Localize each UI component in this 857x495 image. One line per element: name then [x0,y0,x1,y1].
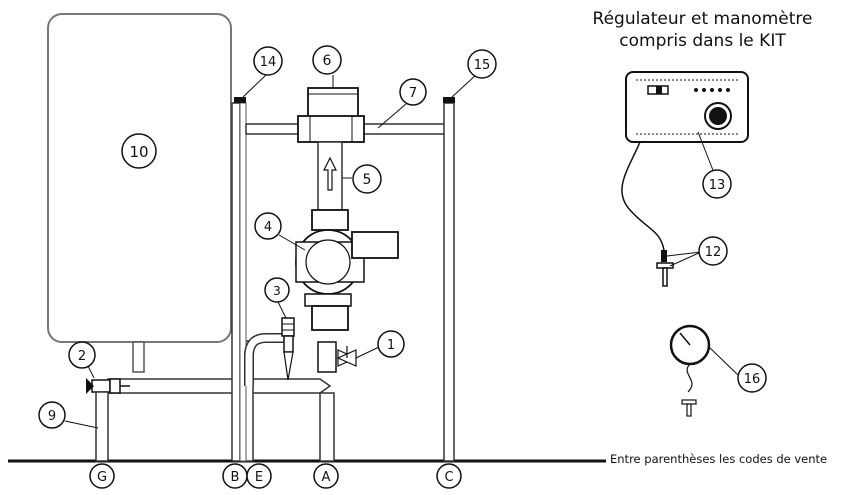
tank-outlet [132,341,145,373]
callout-6: 6 [312,45,342,75]
svg-text:13: 13 [709,178,726,193]
flow-arrow [323,156,337,191]
svg-text:4: 4 [264,220,272,235]
svg-text:G: G [97,470,107,485]
svg-text:1: 1 [387,338,395,353]
svg-text:3: 3 [273,284,281,298]
connection-g: G [89,463,115,489]
footer-note: Entre parenthèses les codes de vente [610,452,828,466]
callout-9: 9 [38,401,66,429]
connection-e: E [246,463,272,489]
callout-14: 14 [253,46,283,76]
connection-a: A [313,463,339,489]
callout-12: 12 [698,236,728,266]
pipe-c [443,102,455,462]
svg-text:E: E [255,470,263,485]
callout-15: 15 [467,49,497,79]
pump-4 [295,229,399,307]
bottom-pipe [107,378,332,394]
svg-text:5: 5 [363,172,372,188]
svg-text:10: 10 [129,143,148,161]
pipe-a [319,392,335,462]
svg-text:B: B [231,470,240,485]
svg-text:C: C [444,470,453,485]
mixing-valve-6 [297,87,365,143]
callout-4: 4 [254,212,282,240]
pipe-inner [239,102,247,462]
svg-text:12: 12 [705,245,722,260]
connection-b: B [222,463,248,489]
sensor-probe-12 [656,262,674,287]
callout-13: 13 [702,169,732,199]
svg-text:15: 15 [474,58,491,73]
svg-text:9: 9 [48,409,56,424]
air-vent-3 [281,317,295,381]
svg-text:2: 2 [78,349,86,364]
pipe-9 [95,391,109,462]
callout-2: 2 [68,341,96,369]
drain-valve-1 [336,346,358,367]
callout-1: 1 [377,330,405,358]
callout-7: 7 [399,78,427,106]
lower-pipe [317,341,337,373]
svg-text:6: 6 [323,53,332,69]
valve-2 [86,378,130,394]
callout-3: 3 [264,277,290,303]
kit-title-line2: compris dans le KIT [619,31,786,51]
cap-15 [443,97,455,103]
kit-title: Régulateur et manomètre compris dans le … [560,8,845,52]
manometer-16 [669,324,711,417]
union-top [311,209,349,231]
svg-text:14: 14 [260,55,277,70]
svg-text:16: 16 [744,372,761,387]
connection-c: C [436,463,462,489]
svg-text:A: A [322,470,331,485]
callout-5: 5 [352,164,382,194]
cap-14 [234,97,246,103]
sensor-cable [621,141,665,251]
callout-10: 10 [121,133,157,169]
regulator-13 [625,71,749,143]
union-bottom [311,305,349,331]
pipe-b [231,102,241,462]
kit-title-line1: Régulateur et manomètre [592,9,813,29]
sensor-12 [661,250,667,262]
svg-text:7: 7 [409,86,417,101]
tank [47,13,232,343]
callout-16: 16 [737,363,767,393]
